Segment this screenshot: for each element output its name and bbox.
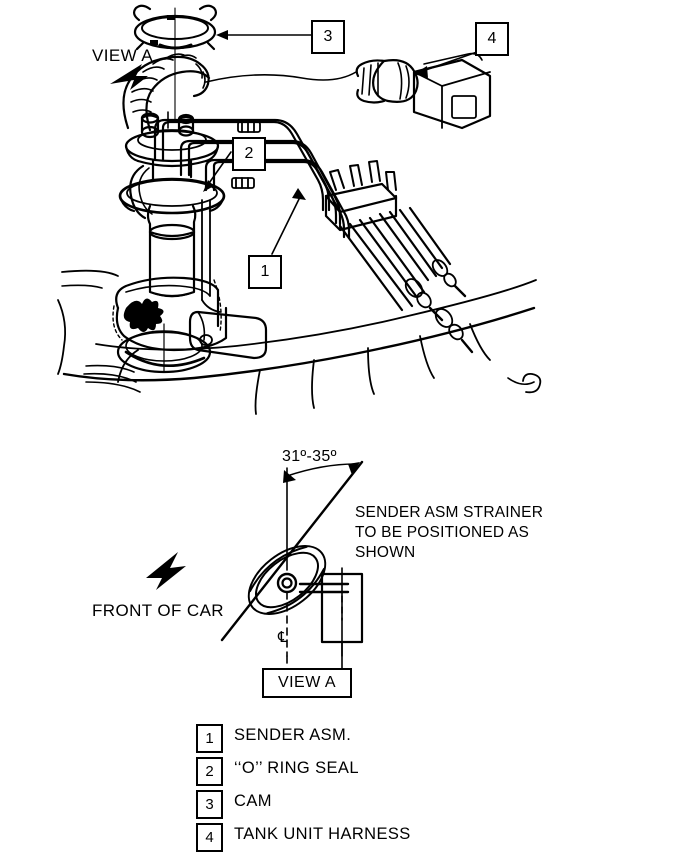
legend-number-1: 1: [196, 724, 223, 753]
sender-body-graphic: [129, 159, 221, 313]
view-a-arrow-top: [110, 64, 148, 90]
legend-number-4: 4: [196, 823, 223, 852]
view-a-box-detail[interactable]: VIEW A: [262, 668, 352, 698]
detail-view-drawing: [146, 460, 364, 669]
front-of-car-arrow-graphic: [146, 552, 186, 590]
legend-list: 1 SENDER ASM. 2 ‘‘O’’ RING SEAL 3 CAM 4 …: [196, 722, 616, 854]
legend-label-1: SENDER ASM.: [234, 726, 352, 744]
filler-hose-graphic: [122, 53, 211, 132]
legend-row-2: 2 ‘‘O’’ RING SEAL: [196, 755, 616, 788]
callout-box-2[interactable]: 2: [232, 137, 266, 171]
legend-number-2: 2: [196, 757, 223, 786]
sender-flange-graphic: [124, 111, 220, 168]
front-of-car-label: FRONT OF CAR: [92, 601, 224, 620]
legend-row-3: 3 CAM: [196, 788, 616, 821]
fuel-lines-graphic: [153, 118, 351, 240]
centerline-symbol: ℄: [278, 629, 289, 646]
legend-row-4: 4 TANK UNIT HARNESS: [196, 821, 616, 854]
angle-dimension-label: 31º-35º: [282, 448, 337, 465]
callout-box-4[interactable]: 4: [475, 22, 509, 56]
view-a-label-top: VIEW A: [92, 46, 153, 65]
sender-mount-graphic: [83, 276, 268, 393]
fuel-tank-outline-graphic: [57, 269, 542, 415]
strainer-position-note-line3: SHOWN: [355, 544, 416, 561]
fuel-tube-bracket-graphic: [324, 160, 474, 354]
tank-unit-harness-graphic: [355, 52, 492, 130]
o-ring-seal-graphic: [118, 177, 226, 215]
legend-row-1: 1 SENDER ASM.: [196, 722, 616, 755]
legend-label-3: CAM: [234, 792, 272, 810]
legend-label-2: ‘‘O’’ RING SEAL: [234, 759, 359, 777]
callout-box-3[interactable]: 3: [311, 20, 345, 54]
callout-box-1[interactable]: 1: [248, 255, 282, 289]
legend-number-3: 3: [196, 790, 223, 819]
strainer-position-note-line2: TO BE POSITIONED AS: [355, 524, 530, 541]
legend-label-4: TANK UNIT HARNESS: [234, 825, 411, 843]
strainer-position-note-line1: SENDER ASM STRAINER: [355, 504, 544, 521]
top-assembly-drawing: [57, 4, 542, 415]
